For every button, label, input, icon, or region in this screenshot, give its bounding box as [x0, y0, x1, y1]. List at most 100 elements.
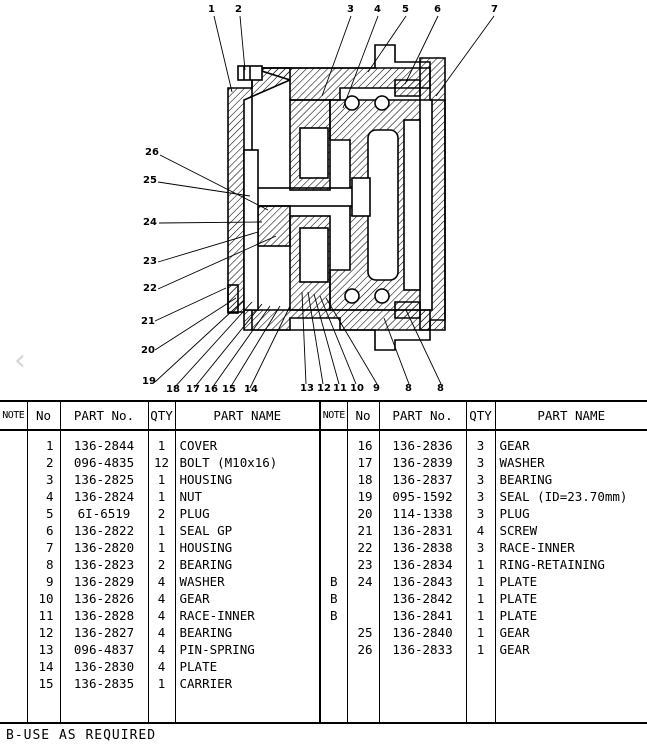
right-name-cell: GEAR: [499, 625, 530, 640]
right-name-cell: WASHER: [499, 455, 545, 470]
right-note-cell: [320, 471, 348, 488]
right-name-cell: [495, 658, 647, 675]
right-part-cell: 136-2843: [379, 573, 467, 590]
header-qty-right: QTY: [466, 400, 496, 431]
left-name-cell: PLATE: [175, 658, 321, 675]
sun-gear: [257, 205, 291, 247]
table-header-row: NOTE No PART No. QTY PART NAME NOTE No P…: [0, 400, 647, 431]
right-part-cell: 136-2839: [379, 454, 467, 471]
right-name-cell: GEAR: [499, 642, 530, 657]
left-note-cell: [0, 471, 28, 488]
filler-cell: [320, 692, 348, 722]
right-qty-cell: 3: [466, 505, 496, 522]
left-no-cell: 9: [27, 573, 61, 590]
left-note-cell: [0, 556, 28, 573]
callout-3: 3: [347, 4, 354, 15]
right-note-cell: [320, 539, 348, 556]
filler-cell: [0, 692, 28, 722]
callout-22: 22: [143, 283, 157, 294]
callout-20: 20: [141, 345, 155, 356]
right-part-cell: 136-2842: [379, 590, 467, 607]
left-qty-cell: 4: [148, 624, 176, 641]
left-name-cell: BEARING: [175, 624, 321, 641]
filler-cell: [466, 692, 496, 722]
callout-9: 9: [373, 383, 380, 394]
left-note-cell: [0, 641, 28, 658]
right-qty-cell: 3: [466, 430, 496, 454]
left-note-cell: [0, 505, 28, 522]
footer: B-USE AS REQUIRED: [0, 722, 647, 747]
left-no-cell: 8: [27, 556, 61, 573]
right-name-cell: PLATE: [499, 574, 538, 589]
plug-bottom: [227, 284, 239, 314]
right-qty-cell: 3: [466, 454, 496, 471]
header-part-no-left: PART No.: [60, 400, 149, 431]
right-qty-cell: 1: [466, 573, 496, 590]
right-part-cell: [379, 658, 467, 675]
right-part-cell: 136-2838: [379, 539, 467, 556]
callout-13: 13: [300, 383, 314, 394]
left-name-cell: WASHER: [175, 573, 321, 590]
left-note-cell: [0, 658, 28, 675]
left-part-cell: 136-2822: [60, 522, 149, 539]
filler-cell: [27, 692, 61, 722]
left-part-cell: 136-2844: [60, 430, 149, 454]
left-qty-cell: 2: [148, 505, 176, 522]
left-part-cell: 136-2830: [60, 658, 149, 675]
right-part-cell: 136-2836: [379, 430, 467, 454]
left-name-cell: SEAL GP: [175, 522, 321, 539]
right-part-cell: 136-2840: [379, 624, 467, 641]
right-name-cell: RACE-INNER: [499, 540, 575, 555]
left-no-cell: 10: [27, 590, 61, 607]
right-note-cell: B: [320, 607, 348, 624]
right-qty-cell: 1: [466, 590, 496, 607]
left-name-cell: BEARING: [175, 556, 321, 573]
right-note-cell: [320, 505, 348, 522]
header-part-no-right: PART No.: [379, 400, 467, 431]
right-note-cell: [320, 658, 348, 675]
right-part-cell: 136-2834: [379, 556, 467, 573]
left-note-cell: [0, 590, 28, 607]
left-part-cell: 136-2825: [60, 471, 149, 488]
footer-note: B-USE AS REQUIRED: [6, 728, 157, 743]
right-no-cell: 22: [347, 539, 380, 556]
callout-25: 25: [143, 175, 157, 186]
right-no-cell: 24: [347, 573, 380, 590]
callout-8a: 8: [405, 383, 412, 394]
filler-cell: [175, 692, 321, 722]
right-qty-cell: [466, 658, 496, 675]
left-qty-cell: 12: [148, 454, 176, 471]
right-note-cell: [320, 454, 348, 471]
right-name-cell: GEAR: [499, 438, 530, 453]
bearing-top: [299, 127, 329, 179]
left-part-cell: 136-2827: [60, 624, 149, 641]
right-note-cell: [320, 556, 348, 573]
exploded-parts-drawing: 1 2 3 4 5 6 7 26 25 24 23 22 21 20 19 18…: [14, 4, 498, 395]
left-part-cell: 096-4837: [60, 641, 149, 658]
right-no-cell: 16: [347, 430, 380, 454]
left-qty-cell: 2: [148, 556, 176, 573]
right-name-cell: PLATE: [499, 608, 538, 623]
right-qty-cell: 3: [466, 539, 496, 556]
callout-8b: 8: [437, 383, 444, 394]
right-qty-cell: 1: [466, 556, 496, 573]
left-no-cell: 11: [27, 607, 61, 624]
left-qty-cell: 1: [148, 539, 176, 556]
filler-cell: [347, 692, 380, 722]
callout-14: 14: [244, 384, 258, 395]
right-note-cell: [320, 430, 348, 454]
right-no-cell: 19: [347, 488, 380, 505]
left-no-cell: 3: [27, 471, 61, 488]
left-qty-cell: 1: [148, 522, 176, 539]
right-part-cell: 095-1592: [379, 488, 467, 505]
header-note-left: NOTE: [0, 400, 28, 431]
left-qty-cell: 1: [148, 471, 176, 488]
previous-page-icon[interactable]: ‹: [14, 343, 26, 378]
right-name-cell: PLUG: [499, 506, 530, 521]
